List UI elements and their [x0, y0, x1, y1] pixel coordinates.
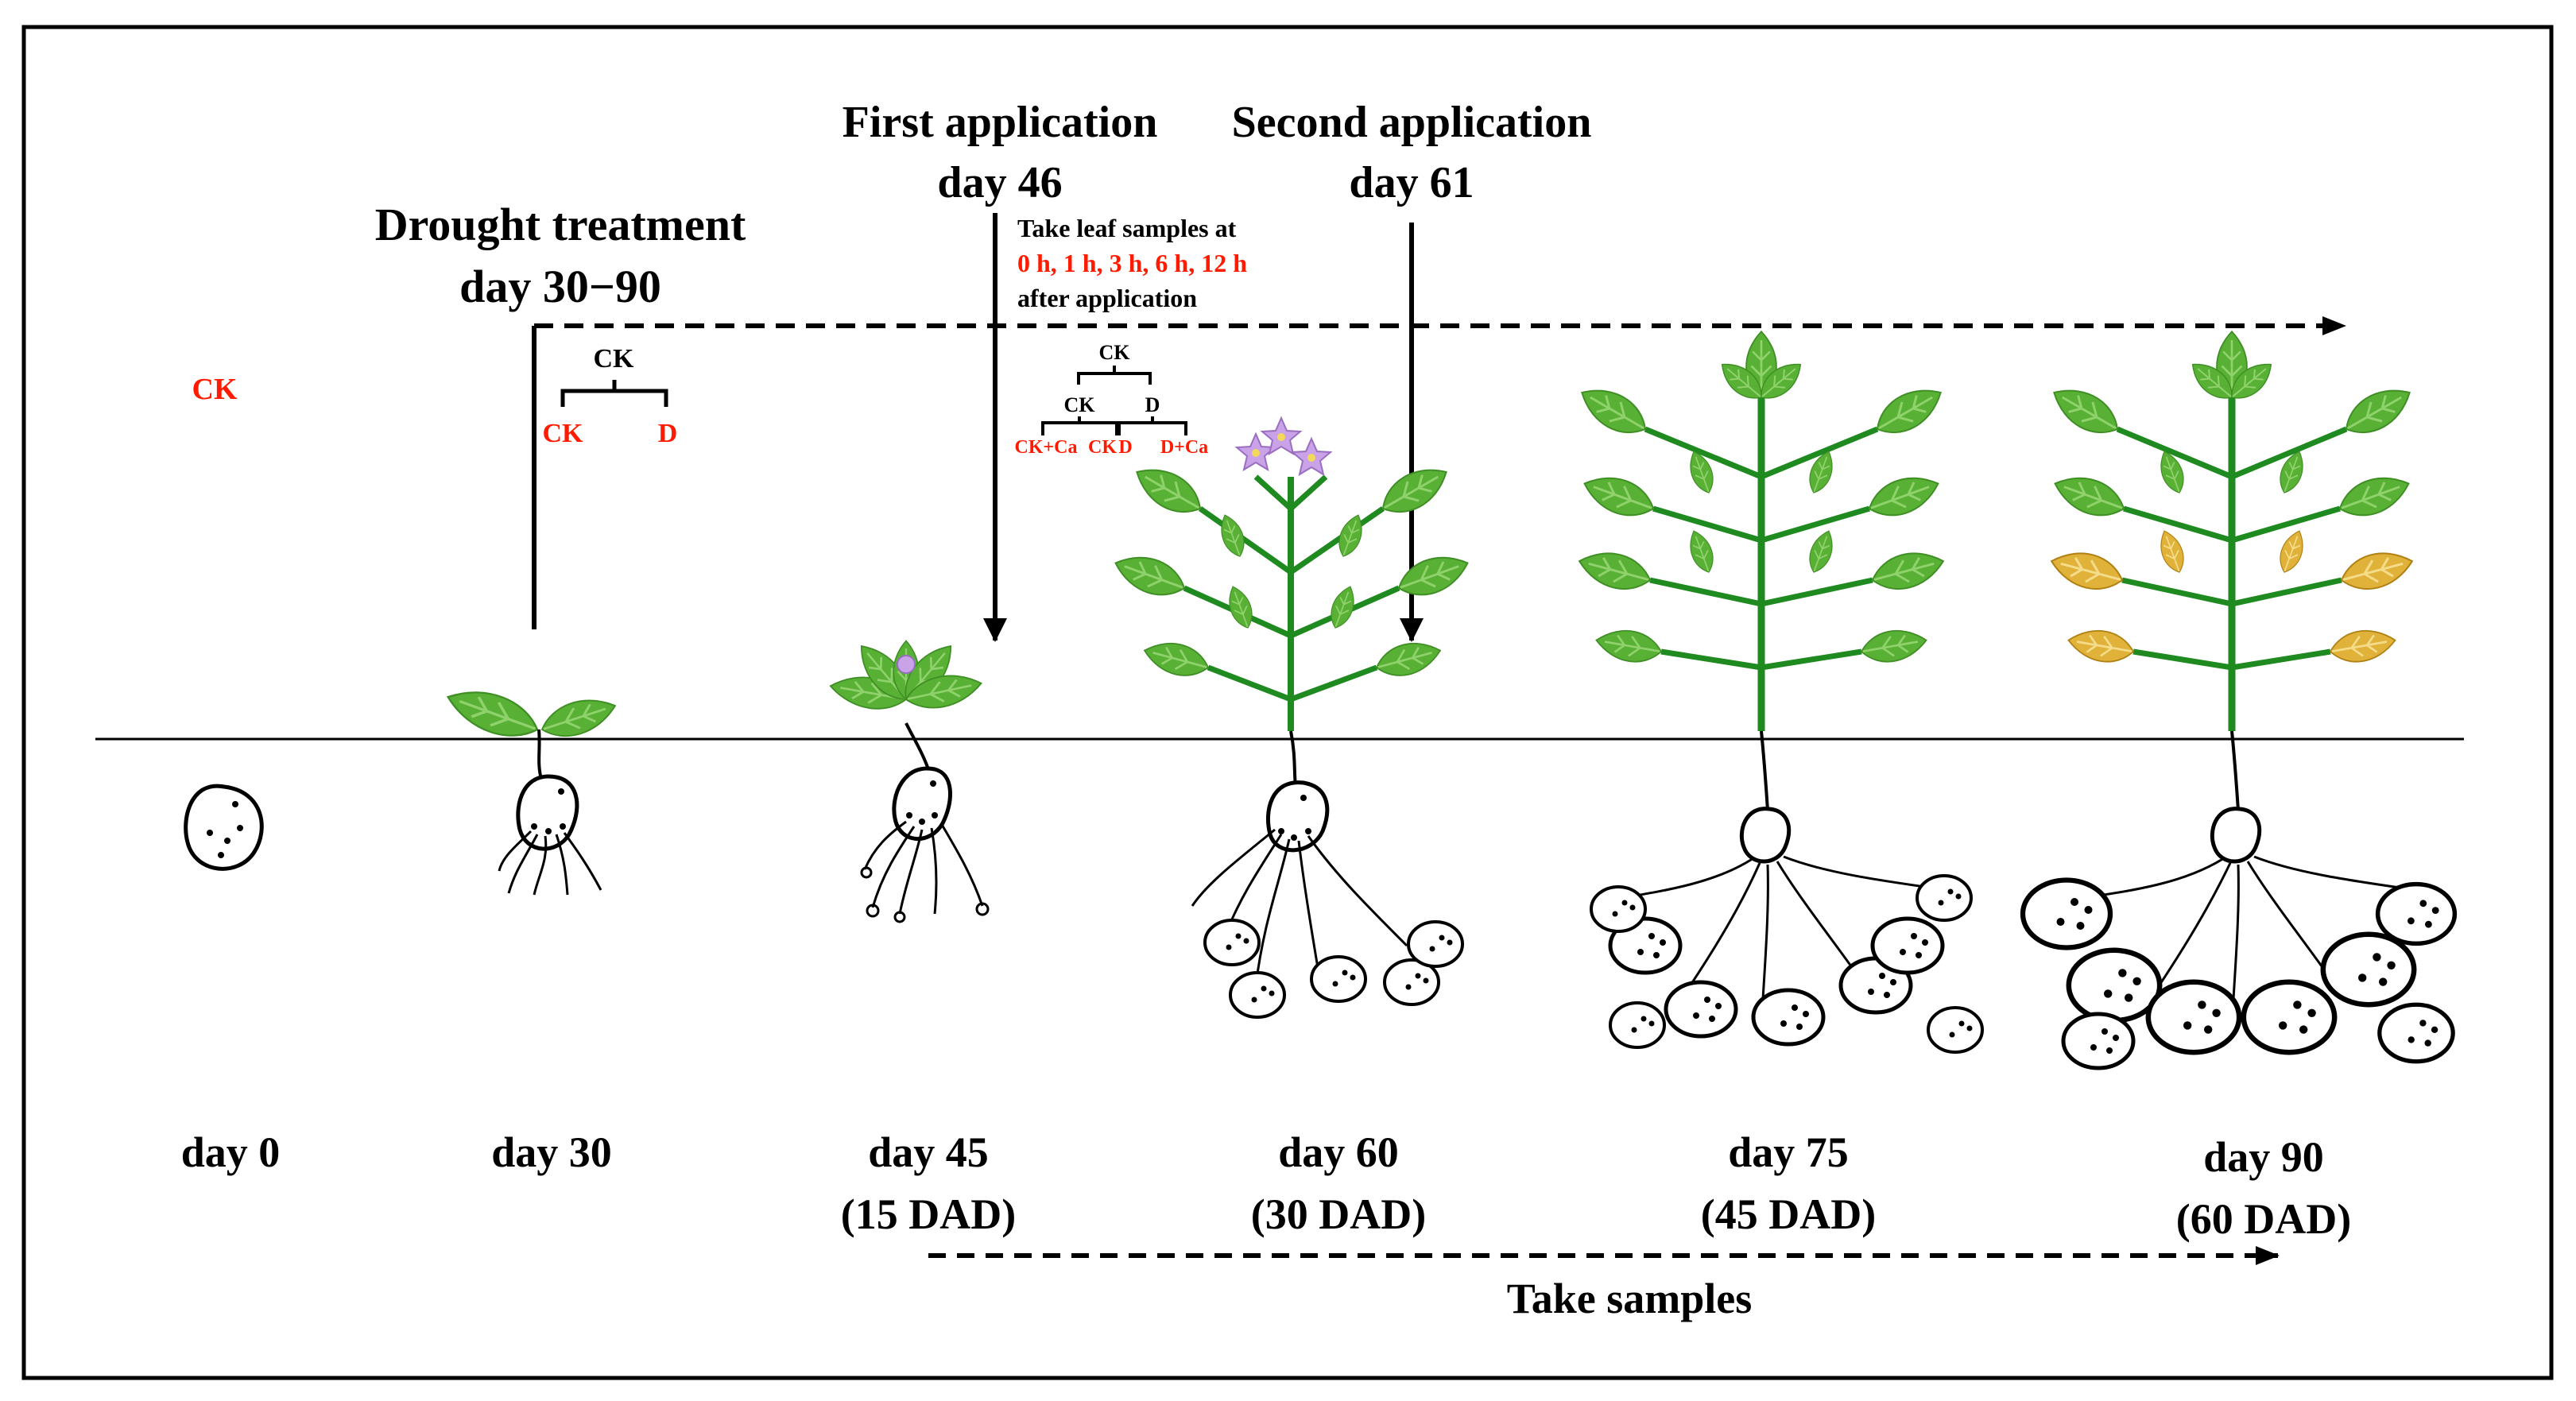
- split2-top-label: CK: [1099, 341, 1131, 364]
- split2-right-bracket: [1118, 416, 1187, 435]
- timeline-labels: day 0 day 30 day 45 (15 DAD) day 60 (30 …: [181, 1128, 2352, 1243]
- flower-icon: [897, 655, 916, 674]
- split1-parent-label: CK: [594, 344, 635, 373]
- potato-plant-icon: [1572, 330, 1984, 1054]
- timeline-day-0: day 0: [181, 1128, 281, 1176]
- timeline-day-90: day 90: [2203, 1133, 2324, 1181]
- leaf-sampling-line3: after application: [1017, 284, 1197, 312]
- potato-plant-icon: [2023, 330, 2454, 1068]
- timeline-dad-90: (60 DAD): [2176, 1195, 2351, 1243]
- second-application-title: Second application: [1232, 98, 1592, 147]
- timeline-day-30: day 30: [491, 1128, 612, 1176]
- timeline-day-60: day 60: [1278, 1128, 1399, 1176]
- first-application-title: First application: [843, 98, 1158, 147]
- split2-child-d: D: [1118, 437, 1132, 458]
- timeline-dad-75: (45 DAD): [1701, 1190, 1876, 1238]
- timeline-dad-60: (30 DAD): [1251, 1190, 1426, 1238]
- potato-plant-icon: [440, 678, 622, 896]
- split2-top-bracket: [1077, 366, 1152, 385]
- first-application-day: day 46: [937, 158, 1062, 207]
- split1-child-d: D: [658, 419, 678, 448]
- potato-plant-icon: [1108, 417, 1475, 1019]
- leaf-sampling-line1: Take leaf samples at: [1017, 214, 1237, 242]
- timeline-day-45: day 45: [868, 1128, 989, 1176]
- drought-days: day 30−90: [459, 261, 661, 312]
- drought-title: Drought treatment: [375, 199, 746, 250]
- potato-tuber-icon: [184, 784, 264, 871]
- potato-plant-icon: [827, 636, 990, 923]
- leaf-sampling-times: 0 h, 1 h, 3 h, 6 h, 12 h: [1017, 249, 1247, 277]
- split2-child-ck: CK: [1088, 437, 1117, 458]
- flower-icon: [1292, 438, 1331, 475]
- second-application-day: day 61: [1349, 158, 1474, 207]
- group-label-start: CK: [192, 373, 238, 406]
- timeline-day-75: day 75: [1728, 1128, 1849, 1176]
- split2-mid-d: D: [1145, 393, 1160, 416]
- split2-child-ckca: CK+Ca: [1014, 437, 1077, 458]
- timeline-dad-45: (15 DAD): [841, 1190, 1016, 1238]
- split1-child-ck: CK: [543, 419, 584, 448]
- split1-bracket: [560, 380, 668, 407]
- split2-mid-ck: CK: [1064, 393, 1096, 416]
- take-samples-label: Take samples: [1507, 1275, 1753, 1322]
- split2-left-bracket: [1041, 416, 1118, 435]
- figure-border: [21, 25, 2554, 1380]
- split2-child-dca: D+Ca: [1160, 437, 1208, 458]
